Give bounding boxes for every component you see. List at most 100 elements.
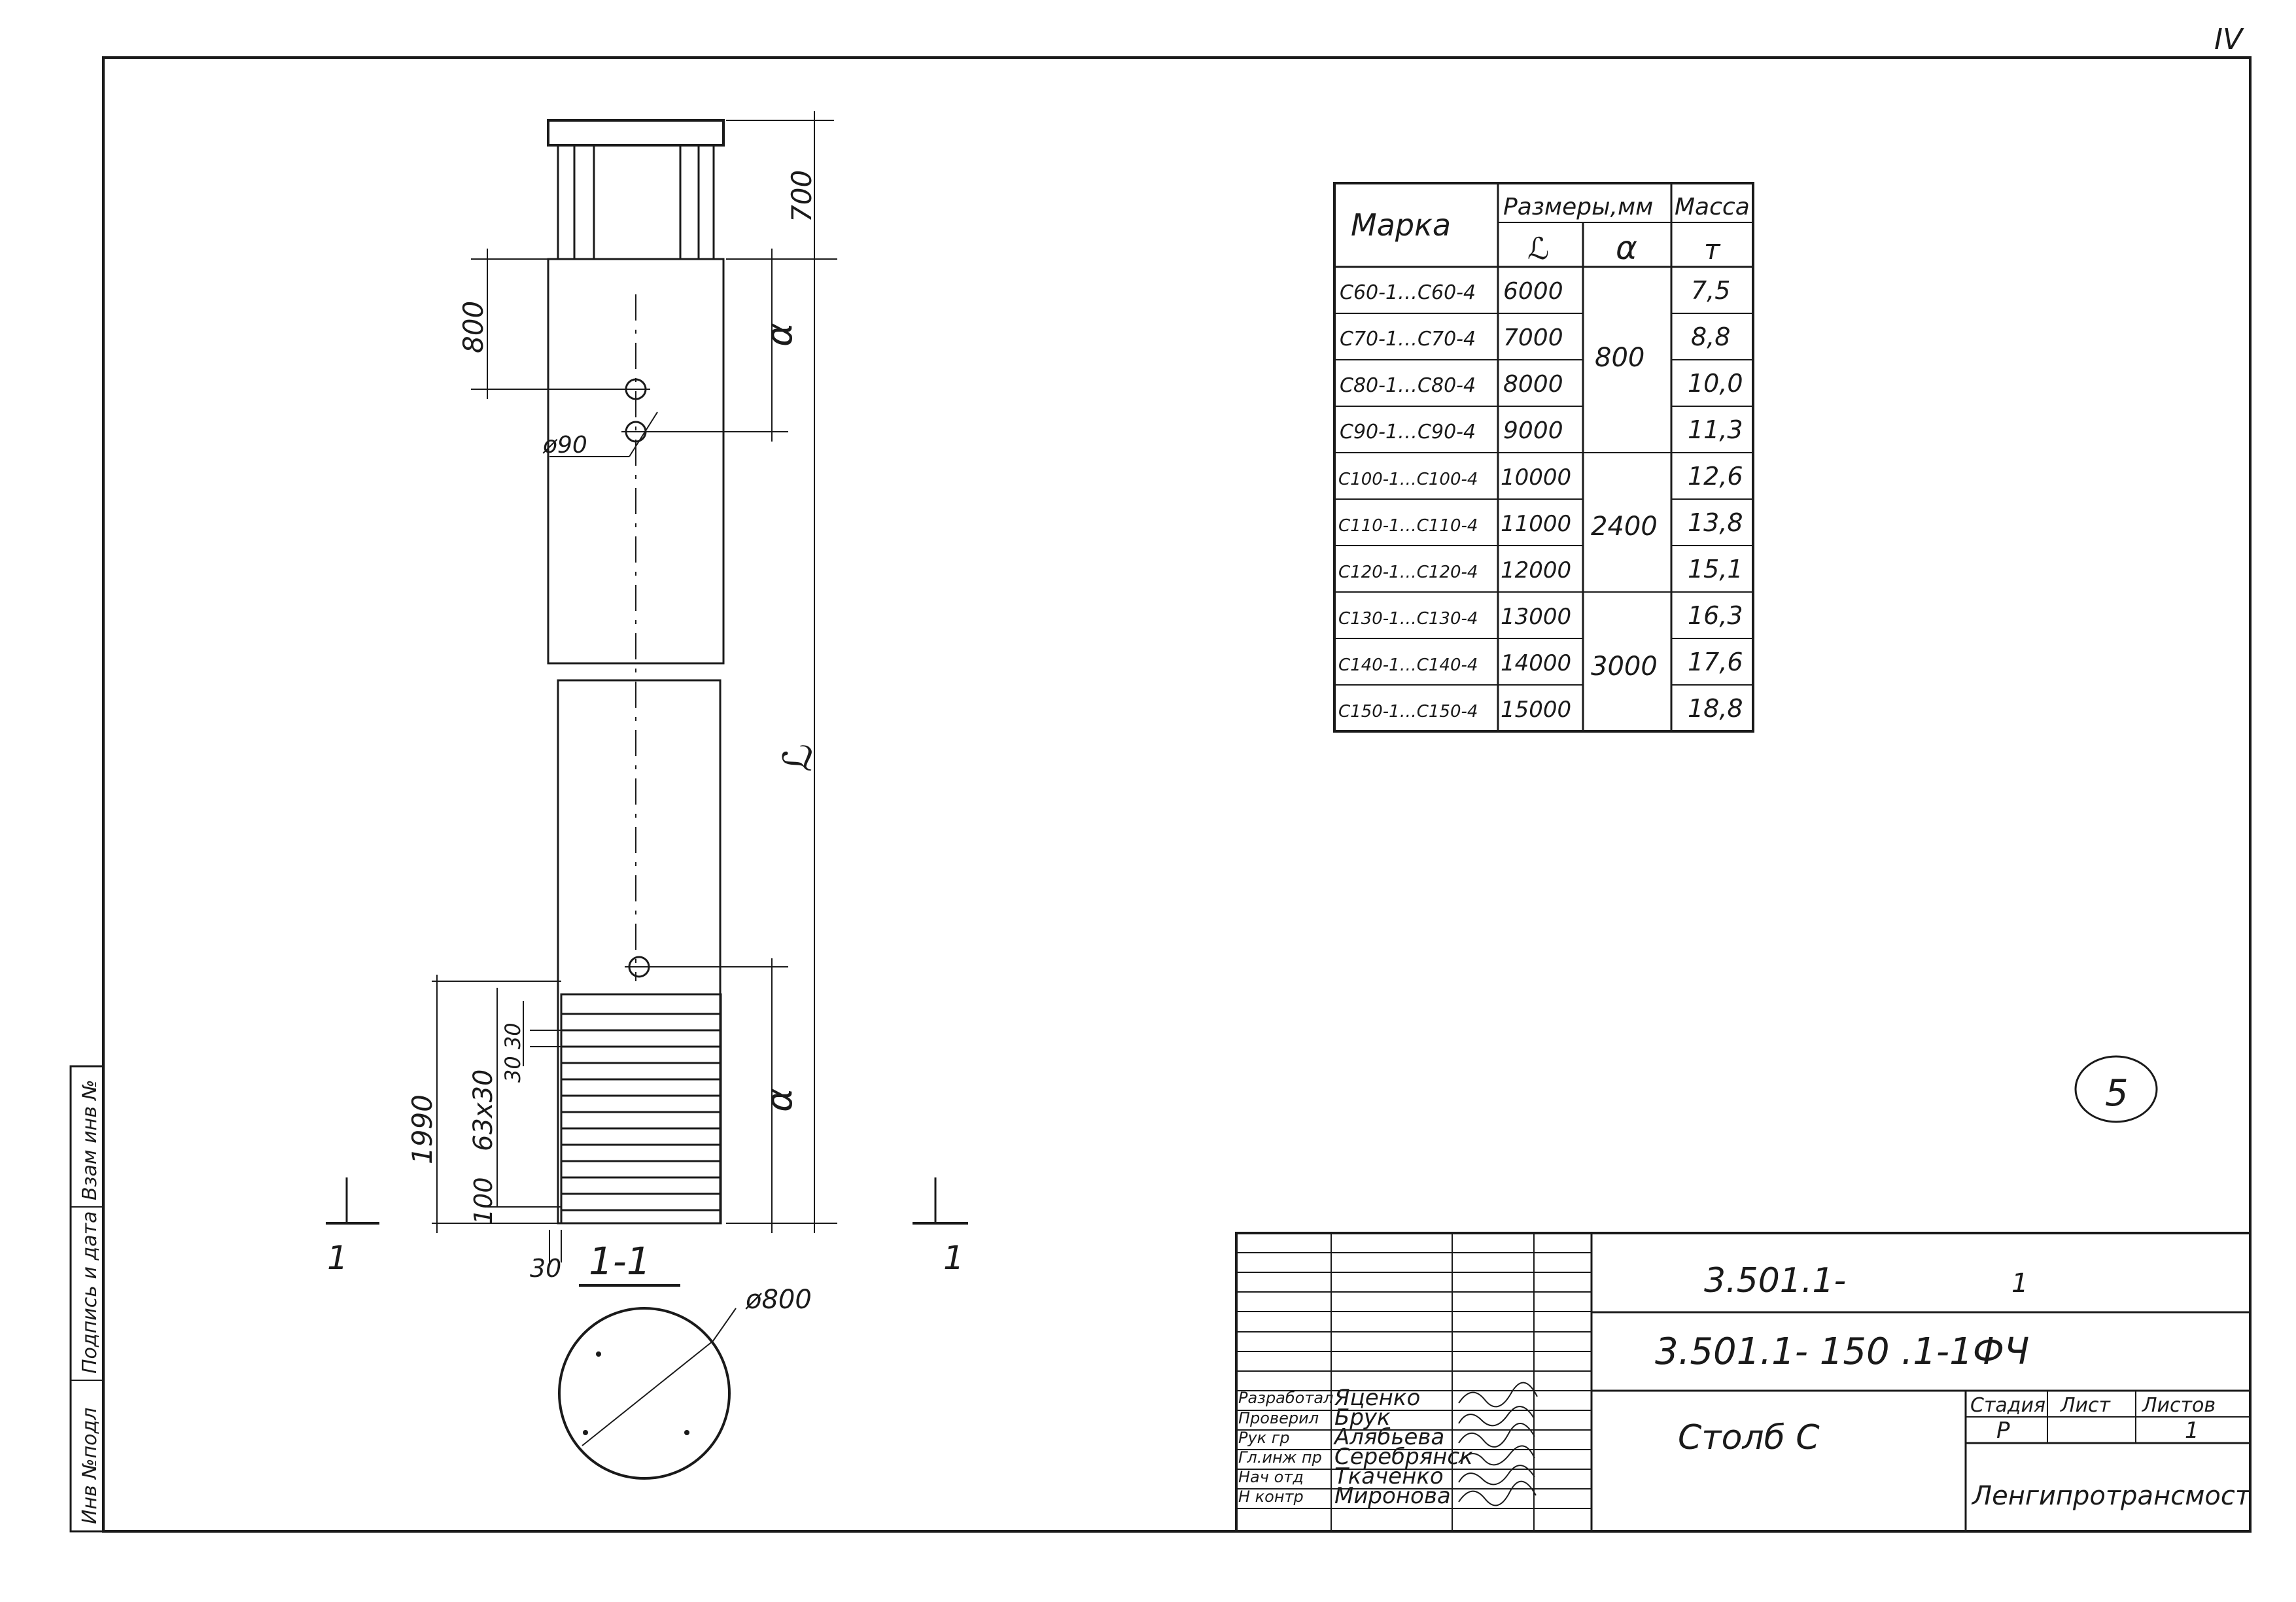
signature-row: Проверил Брук [1238,1404,1535,1431]
column-shaft-lower [557,679,722,1225]
dim-100: 100 [469,1177,498,1225]
table-a-group: 3000 [1591,652,1658,682]
svg-text:13,8: 13,8 [1688,508,1743,537]
svg-text:C100-1…C100-4: C100-1…C100-4 [1338,470,1478,489]
svg-text:7,5: 7,5 [1691,276,1730,305]
table-header-mark: Марка [1351,207,1451,243]
table-row: C80-1…C80-4 8000 10,0 [1340,369,1743,398]
dim-700: 700 [786,170,818,222]
table-row: C120-1…C120-4 12000 15,1 [1338,555,1743,583]
dim-63x30: 63x30 [468,1070,498,1151]
column-head-plate [547,119,725,147]
table-row: C70-1…C70-4 7000 8,8 [1340,322,1730,351]
svg-text:C120-1…C120-4: C120-1…C120-4 [1338,563,1478,582]
table-row: C90-1…C90-4 9000 11,3 [1340,415,1743,444]
side-stamp: Инв №подл Подпись и дата Взам инв № [69,1065,105,1533]
svg-text:5: 5 [2105,1072,2129,1115]
svg-text:C60-1…C60-4: C60-1…C60-4 [1340,281,1476,304]
svg-text:Н контр: Н контр [1238,1488,1304,1506]
svg-text:Проверил: Проверил [1238,1409,1319,1427]
stage-label: Стадия [1970,1394,2045,1417]
table-row: C130-1…C130-4 13000 16,3 [1338,601,1743,630]
svg-text:12,6: 12,6 [1688,462,1743,491]
sheet-number-bubble: 5 [2074,1055,2158,1123]
svg-text:Гл.инж пр: Гл.инж пр [1238,1448,1322,1467]
doc-code: 3.501.1- 150 .1-1ФЧ [1655,1331,2029,1373]
table-row: C150-1…C150-4 15000 18,8 [1338,694,1743,723]
section-circle [558,1307,731,1480]
svg-text:16,3: 16,3 [1688,601,1743,630]
svg-text:C140-1…C140-4: C140-1…C140-4 [1338,655,1478,675]
svg-text:C70-1…C70-4: C70-1…C70-4 [1340,328,1476,351]
svg-text:9000: 9000 [1503,417,1563,444]
svg-text:7000: 7000 [1503,324,1563,351]
table-row: C60-1…C60-4 6000 7,5 [1340,276,1730,305]
svg-text:8,8: 8,8 [1691,322,1730,351]
column-elevation: 700 800 α ℒ α ø90 1990 63x30 3 [326,111,968,1283]
svg-text:C80-1…C80-4: C80-1…C80-4 [1340,374,1476,397]
marks-table: Марка Размеры,мм Масса ℒ α т C60-1…C60-4… [1333,182,1754,733]
table-header-t: т [1704,234,1721,266]
sheet-frame [102,56,2252,1533]
signature-row: Нач отд Ткаченко [1238,1463,1535,1489]
dim-800: 800 [457,301,489,353]
svg-text:Нач отд: Нач отд [1238,1468,1304,1486]
svg-text:18,8: 18,8 [1688,694,1743,723]
corrugated-section [560,993,722,1225]
signature-row: Н контр Миронова [1238,1480,1537,1509]
table-a-group: 2400 [1591,512,1658,542]
section-marker-right: 1 [913,1177,968,1277]
stage-value: Р [1996,1418,2010,1444]
dim-800-diameter: ø800 [745,1285,812,1315]
svg-text:Разработал: Разработал [1238,1389,1333,1407]
svg-text:C90-1…C90-4: C90-1…C90-4 [1340,421,1476,444]
signature-row: Разработал Яценко [1238,1382,1538,1411]
svg-text:10000: 10000 [1501,464,1571,491]
svg-text:C110-1…C110-4: C110-1…C110-4 [1338,516,1478,536]
dim-30-rim: 30 [530,1254,561,1283]
title-block: 3.501.1- 1 3.501.1- 150 .1-1ФЧ Столб С С… [1235,1232,2252,1533]
dim-a-upper: α [758,322,801,347]
signature-row: Гл.инж пр Серебрянск [1238,1444,1535,1470]
table-row: C140-1…C140-4 14000 17,6 [1338,648,1743,676]
table-header-sizes: Размеры,мм [1503,194,1653,220]
svg-text:Алябьева: Алябьева [1333,1424,1444,1450]
svg-text:1: 1 [327,1239,348,1277]
table-header-L: ℒ [1527,231,1549,266]
doc-code-top: 3.501.1- [1704,1261,1846,1300]
section-1-1: 1-1 ø800 [558,1239,812,1480]
column-shaft-upper [547,258,725,665]
svg-text:15,1: 15,1 [1688,555,1743,583]
svg-text:6000: 6000 [1503,278,1563,305]
svg-text:17,6: 17,6 [1688,648,1743,676]
table-row: C110-1…C110-4 11000 13,8 [1338,508,1743,537]
side-stamp-label: Взам инв № [78,1079,101,1200]
section-title: 1-1 [589,1239,651,1283]
svg-text:Ткаченко: Ткаченко [1334,1463,1444,1489]
svg-text:11000: 11000 [1501,511,1571,537]
table-header-a: α [1616,229,1637,267]
organization: Ленгипротрансмост [1971,1481,2252,1511]
sheet-label: Лист [2060,1394,2112,1417]
side-stamp-label: Подпись и дата [78,1211,101,1374]
section-marker-left: 1 [326,1177,379,1277]
table-row: C100-1…C100-4 10000 12,6 [1338,462,1743,491]
svg-text:11,3: 11,3 [1688,415,1743,444]
dim-L: ℒ [775,744,821,772]
svg-text:14000: 14000 [1501,650,1571,676]
dim-a-lower: α [758,1088,801,1112]
sheets-label: Листов [2142,1394,2216,1417]
svg-text:8000: 8000 [1503,371,1563,398]
svg-text:Яценко: Яценко [1334,1385,1420,1411]
hole-label: ø90 [542,432,587,459]
svg-text:Брук: Брук [1334,1404,1391,1431]
svg-text:C130-1…C130-4: C130-1…C130-4 [1338,609,1478,629]
drawing-title: Столб С [1678,1418,1820,1457]
signature-row: Рук гр Алябьева [1238,1423,1535,1450]
sheets-value: 1 [2185,1418,2199,1444]
svg-text:1: 1 [943,1239,964,1277]
svg-text:Рук гр: Рук гр [1238,1429,1290,1447]
svg-text:10,0: 10,0 [1688,369,1743,398]
svg-text:Миронова: Миронова [1334,1483,1451,1509]
